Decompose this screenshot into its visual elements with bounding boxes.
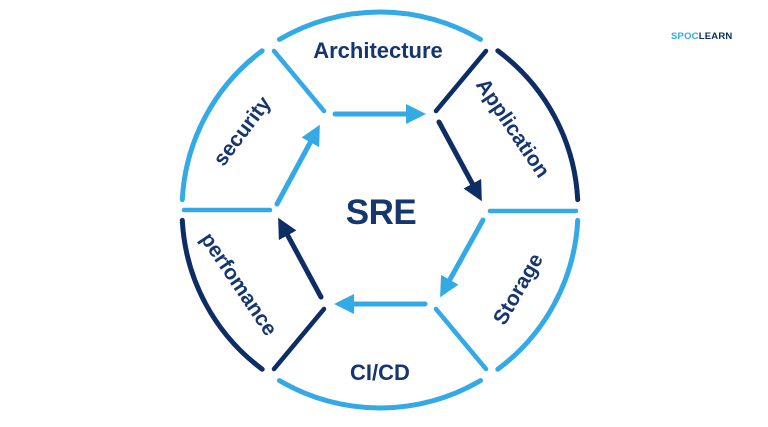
label-storage: Storage: [489, 250, 548, 329]
separator-top-right: [433, 48, 489, 114]
arc-cicd: [277, 378, 483, 411]
label-cicd: CI/CD: [350, 360, 410, 385]
arrow-application-to-storage: [436, 119, 482, 202]
separator-bottom-left: [271, 306, 327, 372]
label-security: security: [209, 92, 276, 170]
label-application: Application: [471, 74, 554, 182]
label-performance: perfomance: [196, 229, 282, 341]
arrow-performance-to-security: [278, 217, 324, 300]
outer-ring: [179, 9, 581, 411]
arc-architecture: [277, 9, 483, 42]
arrow-security-to-architecture: [274, 124, 320, 207]
logo-part-spoc: SPOC: [671, 31, 699, 42]
arc-performance: [179, 217, 265, 372]
label-architecture: Architecture: [313, 38, 443, 63]
logo-part-learn: LEARN: [698, 31, 733, 42]
cycle-arrows: [274, 104, 486, 314]
center-label-sre: SRE: [346, 193, 416, 232]
arrow-storage-to-cicd: [440, 217, 486, 298]
separator-bottom-right: [433, 306, 489, 372]
sector-separators: [181, 48, 579, 372]
arc-security: [179, 48, 265, 203]
separator-top-left: [271, 48, 327, 114]
brand-logo: SPOCLEARN: [671, 31, 741, 45]
arc-storage: [495, 217, 581, 372]
arc-application: [495, 48, 581, 203]
